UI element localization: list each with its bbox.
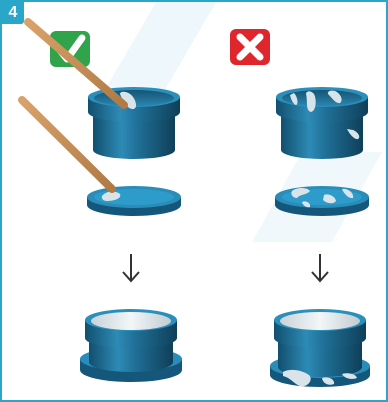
applicator-stick [18,96,116,193]
down-arrow-icon [311,254,329,283]
background-shape [92,2,217,112]
assembled-pot-incorrect [270,309,370,387]
applicator-stick [24,18,128,109]
pot-upper-correct [88,87,180,159]
base-plate-correct [87,186,181,216]
step-number-badge: 4 [2,2,24,24]
pot-upper-incorrect [276,87,368,159]
base-plate-incorrect [275,186,369,216]
assembled-pot-correct [80,309,182,382]
down-arrow-icon [122,254,140,283]
cross-icon [230,29,270,65]
